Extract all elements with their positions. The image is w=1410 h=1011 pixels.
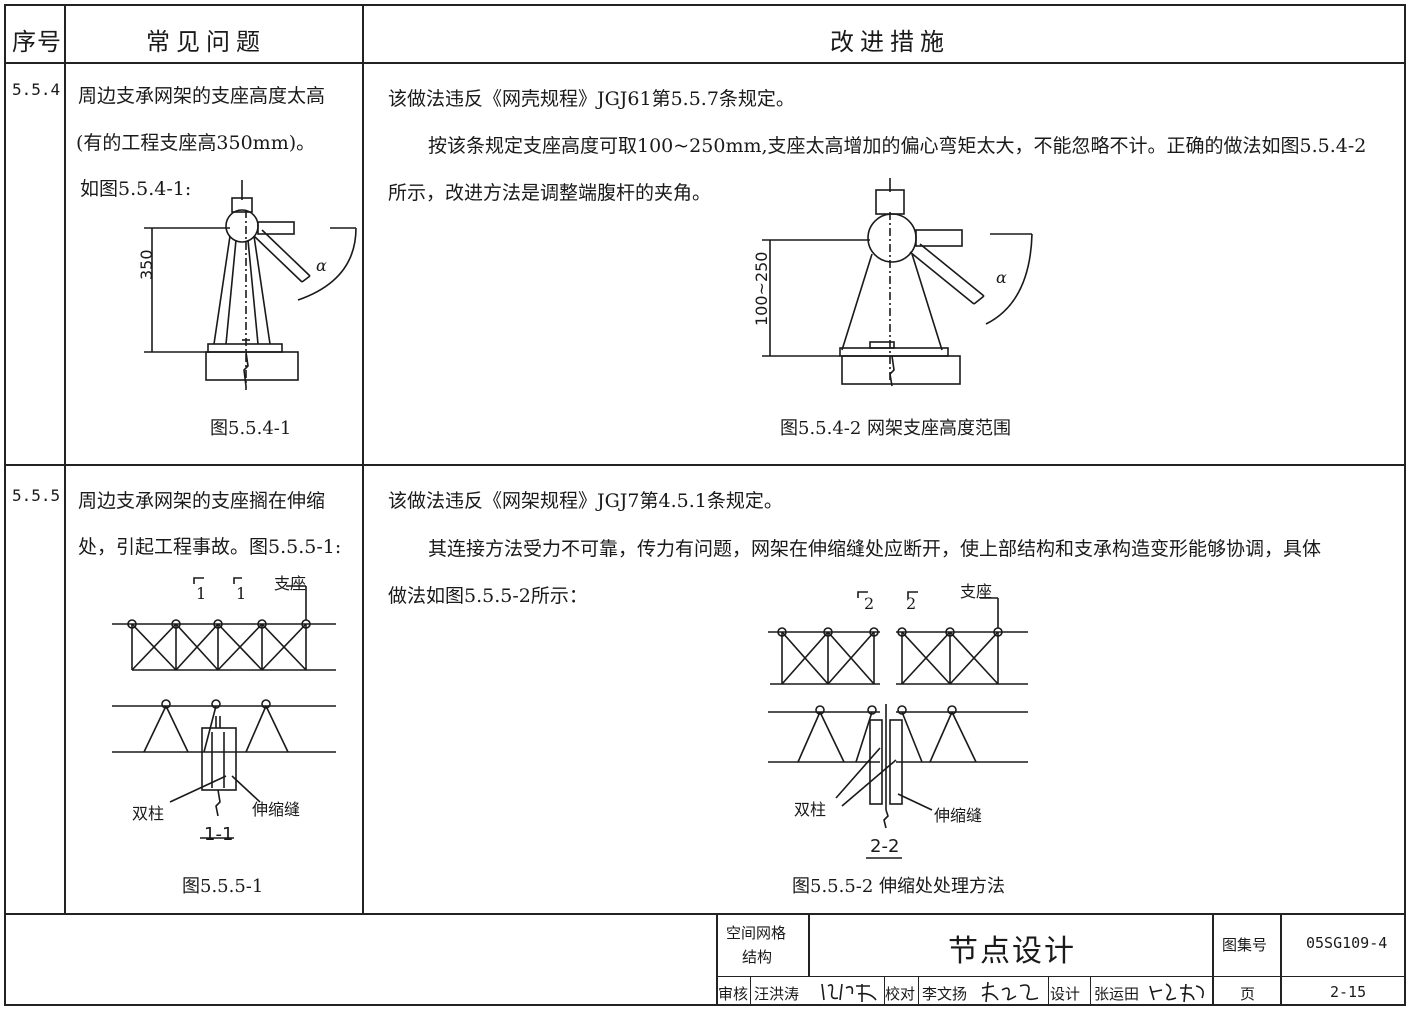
angle-symbol: α: [316, 256, 327, 275]
section-mark: 2: [906, 594, 917, 613]
category-label: 结构: [742, 948, 773, 966]
drawing-title: 节点设计: [948, 934, 1076, 969]
check-label: 校对: [885, 985, 916, 1003]
expansion-joint-label: 伸缩缝: [934, 806, 983, 825]
reviewer-name: 汪洪涛: [754, 985, 800, 1003]
fix-line: 做法如图5.5.5-2所示：: [388, 585, 588, 607]
reviewer-signature: [821, 983, 877, 1002]
section-mark: 1: [196, 584, 207, 603]
designer-signature: [1149, 983, 1204, 1003]
page-number: 2-15: [1330, 983, 1367, 1001]
fix-line: 按该条规定支座高度可取100~250mm,支座太高增加的偏心弯矩太大，不能忽略不…: [428, 135, 1367, 157]
problem-line: 周边支承网架的支座搁在伸缩: [78, 490, 326, 512]
figure-caption: 图5.5.5-2 伸缩处处理方法: [792, 876, 1006, 897]
dimension-label: 100~250: [752, 251, 771, 326]
double-column-label: 双柱: [794, 800, 827, 819]
problem-line: 如图5.5.4-1:: [80, 178, 192, 200]
fix-line: 该做法违反《网壳规程》JGJ61第5.5.7条规定。: [388, 88, 795, 110]
support-height-range-drawing: [762, 178, 1033, 387]
checker-signature: [981, 981, 1039, 1003]
section-mark: 1: [236, 584, 247, 603]
atlas-label: 图集号: [1222, 936, 1268, 954]
section-label: 2-2: [870, 836, 900, 857]
problem-line: (有的工程支座高350mm)。: [76, 132, 316, 154]
problem-line: 周边支承网架的支座高度太高: [78, 85, 326, 107]
header-col-problem: 常见问题: [146, 28, 266, 56]
page-label: 页: [1240, 985, 1256, 1003]
fix-line: 其连接方法受力不可靠，传力有问题，网架在伸缩缝处应断开，使上部结构和支承构造变形…: [428, 538, 1322, 560]
header-col-no: 序号: [12, 28, 62, 56]
problem-line: 处，引起工程事故。图5.5.5-1:: [78, 536, 342, 558]
row-number: 5.5.5: [12, 486, 61, 505]
support-label: 支座: [274, 574, 307, 593]
checker-name: 李文扬: [922, 985, 968, 1003]
truss-over-joint-drawing: [112, 577, 336, 839]
double-column-label: 双柱: [132, 804, 165, 823]
header-col-fix: 改进措施: [830, 28, 950, 56]
separated-truss-drawing: [768, 591, 1028, 859]
atlas-number: 05SG109-4: [1306, 934, 1388, 952]
support-height-drawing-350: [144, 180, 357, 390]
expansion-joint-label: 伸缩缝: [252, 800, 301, 819]
dimension-label: 350: [137, 249, 156, 280]
figure-caption: 图5.5.4-1: [210, 418, 292, 439]
section-label: 1-1: [204, 824, 234, 845]
section-mark: 2: [864, 594, 875, 613]
review-label: 审核: [718, 985, 749, 1003]
support-label: 支座: [960, 582, 993, 601]
row-number: 5.5.4: [12, 80, 61, 99]
figure-caption: 图5.5.5-1: [182, 876, 264, 897]
figure-caption: 图5.5.4-2 网架支座高度范围: [780, 418, 1012, 439]
angle-symbol: α: [996, 268, 1007, 287]
fix-line: 该做法违反《网架规程》JGJ7第4.5.1条规定。: [388, 490, 783, 512]
category-label: 空间网格: [726, 924, 787, 942]
fix-line: 所示，改进方法是调整端腹杆的夹角。: [388, 182, 712, 204]
designer-name: 张运田: [1094, 985, 1140, 1003]
design-label: 设计: [1050, 985, 1081, 1003]
